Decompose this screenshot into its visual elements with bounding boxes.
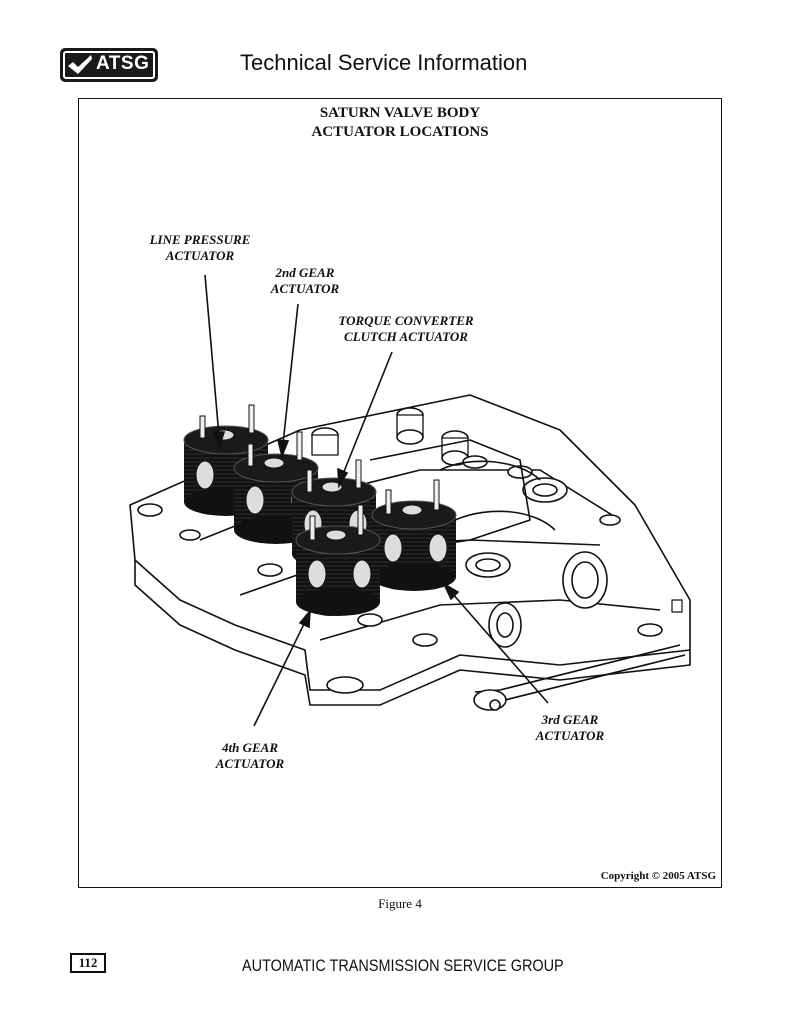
logo-text: ATSG [96, 53, 150, 74]
page-number: 112 [70, 953, 106, 973]
page-title: Technical Service Information [240, 50, 528, 75]
figure-title-line-2: ACTUATOR LOCATIONS [311, 124, 489, 140]
figure-title-line-1: SATURN VALVE BODY [319, 105, 481, 121]
second-gear-arrow [276, 303, 299, 459]
callout-fourth-gear-line-1: 4th GEAR [222, 740, 278, 755]
tcc-arrow [337, 351, 393, 489]
callout-tcc: TORQUE CONVERTER CLUTCH ACTUATOR [316, 313, 496, 345]
callout-third-gear: 3rd GEAR ACTUATOR [510, 712, 630, 744]
callout-second-gear-line-1: 2nd GEAR [275, 265, 335, 280]
atsg-logo: ATSG [60, 48, 158, 82]
third-gear-arrow [442, 582, 549, 704]
checkmark-icon [68, 55, 92, 74]
fourth-gear-actuator [295, 504, 381, 616]
callout-fourth-gear-line-2: ACTUATOR [215, 756, 285, 771]
callout-fourth-gear: 4th GEAR ACTUATOR [190, 740, 310, 772]
callout-line-pressure-line-1: LINE PRESSURE [149, 232, 251, 247]
third-gear-actuator [371, 479, 457, 591]
callout-tcc-line-2: CLUTCH ACTUATOR [344, 329, 468, 344]
figure-title: SATURN VALVE BODY ACTUATOR LOCATIONS [0, 104, 800, 142]
line-pressure-arrow [204, 274, 226, 451]
callout-tcc-line-1: TORQUE CONVERTER [338, 313, 474, 328]
callout-third-gear-line-1: 3rd GEAR [541, 712, 599, 727]
figure-caption: Figure 4 [378, 896, 422, 911]
callout-third-gear-line-2: ACTUATOR [535, 728, 605, 743]
footer-text: AUTOMATIC TRANSMISSION SERVICE GROUP [242, 956, 564, 975]
callout-second-gear: 2nd GEAR ACTUATOR [245, 265, 365, 297]
callout-line-pressure: LINE PRESSURE ACTUATOR [130, 232, 270, 264]
copyright-notice: Copyright © 2005 ATSG [600, 870, 716, 882]
callout-line-pressure-line-2: ACTUATOR [165, 248, 235, 263]
callout-second-gear-line-2: ACTUATOR [270, 281, 340, 296]
fourth-gear-arrow [253, 608, 311, 727]
figure-frame [78, 98, 722, 888]
